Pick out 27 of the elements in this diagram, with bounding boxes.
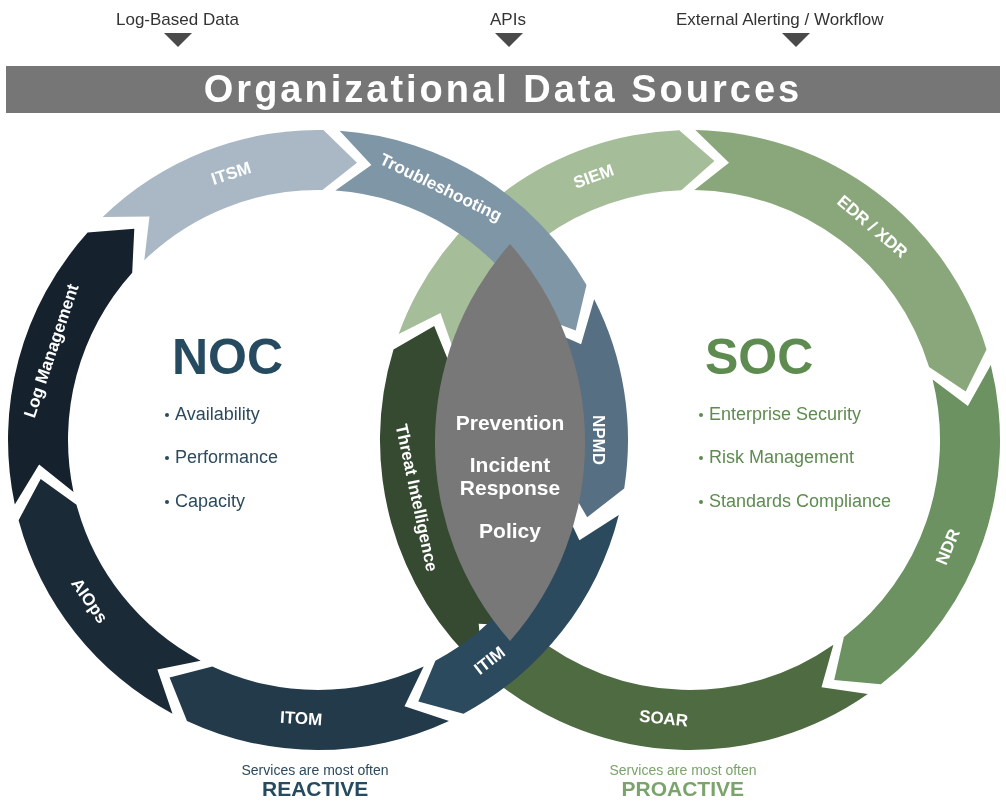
arc-label: Threat Intelligence: [390, 422, 442, 574]
bullet-text: Capacity: [175, 491, 246, 512]
source-label: Log-Based Data: [116, 10, 239, 30]
lens-shape: [436, 243, 584, 642]
arc-label: NDR: [932, 526, 965, 568]
arc-label: NPMD: [588, 414, 609, 466]
arc-label: SIEM: [571, 160, 617, 194]
bullet-text: Standards Compliance: [709, 491, 892, 512]
arc-label: SOAR: [637, 706, 689, 731]
arc-label: ITSM: [208, 157, 254, 190]
lens-text: Incident Response: [458, 453, 562, 499]
footer-keyword: PROACTIVE: [621, 777, 744, 801]
bullet-text: Risk Management: [709, 447, 855, 468]
source-label: External Alerting / Workflow: [676, 10, 884, 30]
source-label: APIs: [490, 10, 526, 30]
footer-keyword: REACTIVE: [262, 777, 369, 801]
title: Organizational Data Sources: [202, 67, 804, 112]
center-heading: SOC: [705, 328, 814, 386]
lens-text: Policy: [478, 519, 542, 542]
footer-note: Services are most often: [609, 762, 757, 778]
arc-label: ITOM: [279, 708, 323, 731]
lens-text: Prevention: [454, 411, 566, 434]
bullet-text: Enterprise Security: [709, 404, 862, 425]
footer-note: Services are most often: [241, 762, 389, 778]
bullet-text: Performance: [175, 447, 279, 468]
bullet-text: Availability: [175, 404, 260, 425]
center-heading: NOC: [172, 328, 284, 386]
